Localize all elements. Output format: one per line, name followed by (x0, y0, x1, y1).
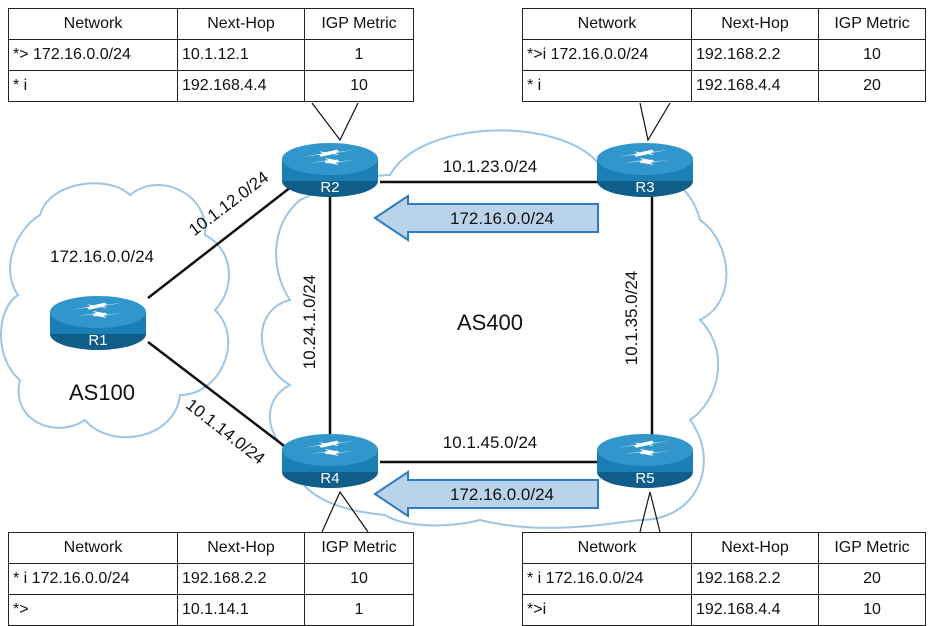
table-row: * i 172.16.0.0/24 192.168.2.2 10 (8, 563, 414, 595)
cell-metric: 1 (304, 594, 414, 626)
link-label-r4-r5: 10.1.45.0/24 (443, 433, 538, 452)
cell-metric: 10 (304, 563, 414, 595)
cell-metric: 10 (818, 39, 926, 71)
header-network: Network (522, 8, 692, 40)
cell-next-hop: 192.168.2.2 (691, 563, 819, 595)
cell-network: *> (8, 594, 178, 626)
cell-network: *>i (522, 594, 692, 626)
bgp-table-r3: Network Next-Hop IGP Metric *>i 172.16.0… (522, 8, 926, 102)
header-next-hop: Next-Hop (691, 532, 819, 564)
header-next-hop: Next-Hop (177, 8, 305, 40)
cell-next-hop: 10.1.12.1 (177, 39, 305, 71)
cell-next-hop: 192.168.2.2 (691, 39, 819, 71)
bgp-table-r5: Network Next-Hop IGP Metric * i 172.16.0… (522, 532, 926, 626)
bgp-table-r2: Network Next-Hop IGP Metric *> 172.16.0.… (8, 8, 414, 102)
header-igp-metric: IGP Metric (304, 532, 414, 564)
cell-next-hop: 10.1.14.1 (177, 594, 305, 626)
cell-next-hop: 192.168.4.4 (177, 70, 305, 102)
link-r1-r4 (147, 341, 301, 459)
router-r3[interactable]: R3 (597, 143, 693, 197)
cell-network: * i 172.16.0.0/24 (522, 563, 692, 595)
cell-metric: 10 (818, 594, 926, 626)
cell-metric: 10 (304, 70, 414, 102)
as100-cloud (0, 182, 230, 439)
link-label-r1-r4: 10.1.14.0/24 (182, 395, 268, 468)
as400-cloud (260, 129, 728, 529)
router-label: R5 (635, 470, 654, 487)
header-igp-metric: IGP Metric (818, 532, 926, 564)
as100-prefix-label: 172.16.0.0/24 (50, 247, 154, 266)
router-label: R1 (88, 332, 107, 349)
cell-metric: 20 (818, 70, 926, 102)
link-label-r3-r5: 10.1.35.0/24 (622, 271, 641, 366)
cell-next-hop: 192.168.4.4 (691, 70, 819, 102)
header-igp-metric: IGP Metric (304, 8, 414, 40)
router-label: R4 (320, 470, 339, 487)
advertisement-arrow-r5-r4: 172.16.0.0/24 (373, 470, 599, 518)
header-igp-metric: IGP Metric (818, 8, 926, 40)
table-row: * i 172.16.0.0/24 192.168.2.2 20 (522, 563, 926, 595)
header-network: Network (8, 532, 178, 564)
table-row: * i 192.168.4.4 20 (522, 70, 926, 102)
bgp-table-r4: Network Next-Hop IGP Metric * i 172.16.0… (8, 532, 414, 626)
cell-network: * i (522, 70, 692, 102)
router-label: R2 (320, 179, 339, 196)
header-network: Network (522, 532, 692, 564)
as400-label: AS400 (457, 310, 523, 335)
table-row: *>i 172.16.0.0/24 192.168.2.2 10 (522, 39, 926, 71)
advertisement-label-r3-r2: 172.16.0.0/24 (450, 209, 554, 228)
link-label-r2-r4: 10.24.1.0/24 (300, 275, 319, 370)
advertisement-arrow-r3-r2: 172.16.0.0/24 (373, 194, 599, 242)
link-label-r2-r3: 10.1.23.0/24 (443, 157, 538, 176)
table-row: *> 172.16.0.0/24 10.1.12.1 1 (8, 39, 414, 71)
cell-next-hop: 192.168.4.4 (691, 594, 819, 626)
cell-network: * i (8, 70, 178, 102)
links (147, 179, 654, 464)
header-next-hop: Next-Hop (177, 532, 305, 564)
cell-metric: 1 (304, 39, 414, 71)
link-r1-r2 (147, 179, 301, 299)
cell-next-hop: 192.168.2.2 (177, 563, 305, 595)
table-row: *>i 192.168.4.4 10 (522, 594, 926, 626)
table-row: *> 10.1.14.1 1 (8, 594, 414, 626)
router-label: R3 (635, 179, 654, 196)
cell-network: *>i 172.16.0.0/24 (522, 39, 692, 71)
header-next-hop: Next-Hop (691, 8, 819, 40)
advertisement-label-r5-r4: 172.16.0.0/24 (450, 485, 554, 504)
cell-network: *> 172.16.0.0/24 (8, 39, 178, 71)
header-network: Network (8, 8, 178, 40)
router-r5[interactable]: R5 (597, 434, 693, 488)
router-r2[interactable]: R2 (282, 143, 378, 197)
cell-metric: 20 (818, 563, 926, 595)
router-r4[interactable]: R4 (282, 434, 378, 488)
link-label-r1-r2: 10.1.12.0/24 (185, 168, 272, 240)
cell-network: * i 172.16.0.0/24 (8, 563, 178, 595)
as100-label: AS100 (69, 380, 135, 405)
table-pointers (311, 102, 671, 533)
router-r1[interactable]: R1 (50, 296, 146, 350)
table-row: * i 192.168.4.4 10 (8, 70, 414, 102)
